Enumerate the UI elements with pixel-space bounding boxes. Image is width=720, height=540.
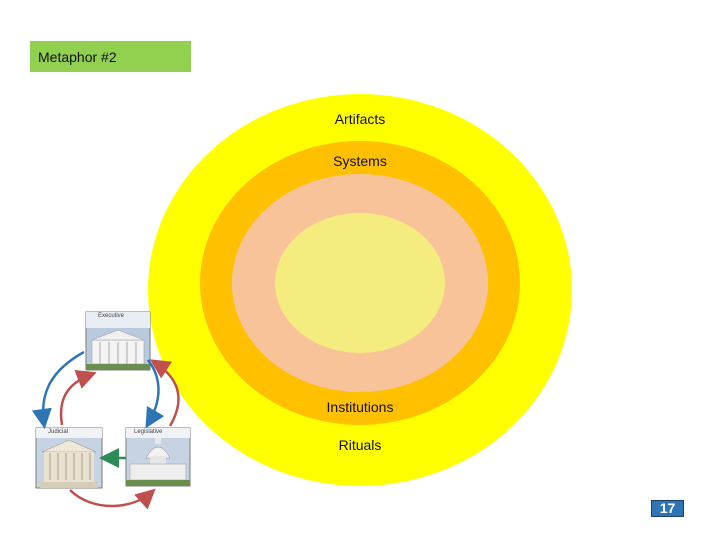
- ring-label-rituals: Rituals: [240, 437, 480, 453]
- arrow-judicial-to-legislative: [70, 490, 152, 506]
- executive-label: Executive: [98, 313, 124, 319]
- legislative-label: Legislative: [134, 429, 162, 435]
- executive-building-image: [86, 312, 150, 370]
- ring-label-systems: Systems: [240, 153, 480, 169]
- arrow-judicial-to-executive: [61, 374, 92, 425]
- ring-rituals: [275, 213, 445, 353]
- ring-label-institutions: Institutions: [240, 399, 480, 415]
- arrow-executive-to-judicial: [43, 352, 84, 424]
- judicial-label: Judicial: [48, 429, 68, 435]
- legislative-building-image: [126, 428, 190, 486]
- judicial-building-image: [36, 428, 102, 488]
- page-number: 17: [651, 500, 684, 517]
- ring-label-artifacts: Artifacts: [240, 111, 480, 127]
